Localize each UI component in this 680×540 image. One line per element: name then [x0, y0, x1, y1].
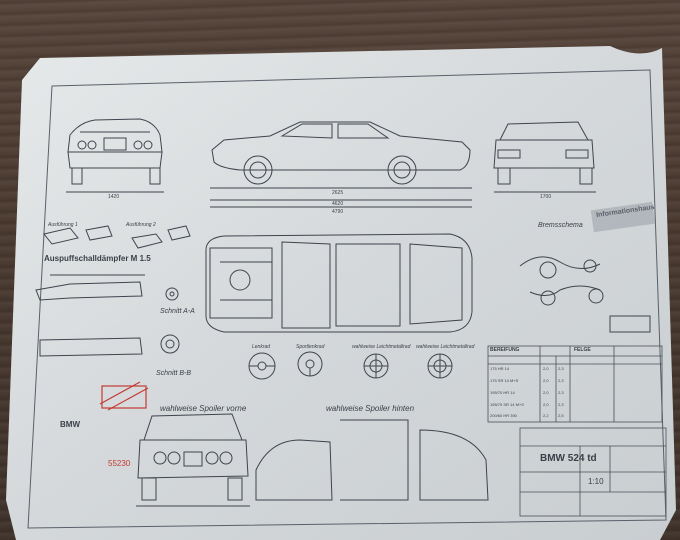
front-view-drawing [66, 118, 164, 193]
title-block [519, 427, 667, 517]
brake-schema [519, 256, 651, 333]
small-details-drawing [43, 225, 191, 249]
lenkrad-label: Lenkrad [252, 344, 271, 350]
dimension-wheelbase: 2625 [332, 190, 344, 196]
bereifung-header: BEREIFUNG [490, 347, 520, 353]
alloy-wheels [363, 353, 453, 379]
schnitt-a-label: Schnitt A-A [160, 308, 195, 315]
spoiler-vorne-label: wahlweise Spoiler vorne [160, 404, 247, 413]
tire-row-2-front: 2,0 [543, 378, 549, 383]
tire-row-1-front: 2,0 [543, 366, 549, 371]
scale-label: 1:10 [588, 477, 604, 486]
dimension-width: 1700 [540, 194, 552, 200]
tire-row-5-rear: 2,5 [558, 413, 564, 418]
auspuff-title: Auspuffschalldämpfer M 1.5 [44, 254, 151, 263]
tire-table [487, 345, 663, 423]
tire-row-2-rear: 2,3 [558, 378, 564, 383]
tire-row-3-rear: 2,3 [558, 390, 564, 395]
tire-row-3-front: 2,0 [543, 390, 549, 395]
schnitt-b-label: Schnitt B-B [156, 370, 192, 377]
sportlenkrad-label: Sportlenkrad [296, 344, 325, 350]
tire-row-1-rear: 2,3 [558, 366, 564, 371]
side-view-drawing [210, 121, 472, 208]
grey-stamp [590, 201, 656, 233]
steering-wheels [248, 351, 323, 380]
felge-header: FELGE [574, 347, 591, 353]
tire-row-3: 195/70 HR 14 [490, 390, 515, 395]
tire-row-2: 175 SR 14 M+S [490, 378, 519, 383]
exhaust-drawing [35, 274, 180, 357]
tire-row-5: 200/60 HR 390 [490, 413, 517, 418]
model-badge: BMW 524 td [540, 453, 597, 464]
dimension-overall: 4790 [332, 209, 344, 215]
ausfuhrung-1-label: Ausführung 1 [48, 222, 78, 228]
tire-row-4-front: 2,0 [543, 402, 549, 407]
leichtmetallrad-2-label: wahlweise Leichtmetallrad [416, 344, 475, 350]
leichtmetallrad-1-label: wahlweise Leichtmetallrad [352, 344, 411, 350]
tire-row-4-rear: 2,3 [558, 402, 564, 407]
bottom-front-car [136, 413, 250, 507]
tire-row-1: 175 HR 14 [490, 366, 510, 371]
spoiler-hinten-label: wahlweise Spoiler hinten [326, 404, 415, 413]
spoiler-rear-drawing [255, 419, 489, 501]
brand-label: BMW [60, 420, 80, 429]
tire-row-4: 195/70 SR 14 M+S [490, 402, 524, 407]
dimension-length: 4620 [332, 201, 344, 207]
dimension-track: 1420 [108, 194, 120, 200]
rear-view-drawing [493, 121, 596, 193]
ausfuhrung-2-label: Ausführung 2 [126, 222, 156, 228]
red-stamp [99, 381, 149, 411]
top-view-drawing [205, 233, 473, 333]
bremsschema-label: Bremsschema [538, 222, 583, 229]
tire-row-5-front: 2,2 [543, 413, 549, 418]
serial-number: 55230 [108, 459, 131, 468]
